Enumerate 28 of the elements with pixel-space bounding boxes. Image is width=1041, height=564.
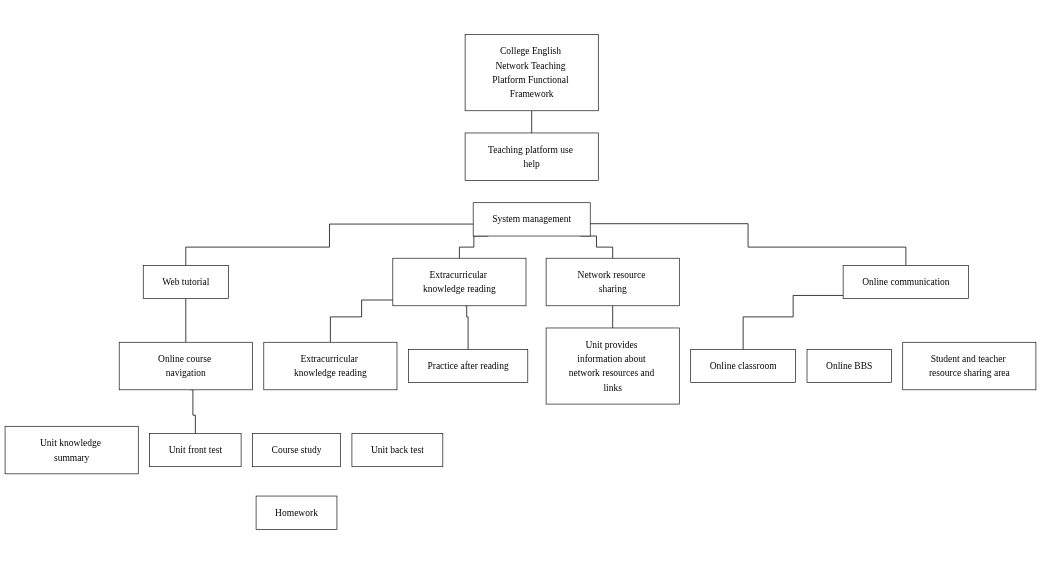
node-box: Unit front test	[149, 433, 242, 468]
connector	[185, 298, 187, 343]
connector	[589, 223, 907, 266]
node-box: Extracurricular knowledge reading	[263, 341, 398, 391]
node-box: Unit knowledge summary	[4, 425, 139, 475]
node-box: Homework	[255, 495, 338, 530]
node-box: Online BBS	[806, 349, 892, 383]
node-box: Teaching platform use help	[464, 132, 599, 181]
node-box: Course study	[252, 433, 341, 468]
connector	[612, 305, 614, 329]
node-box: Unit back test	[351, 433, 444, 468]
node-box: Unit provides information about network resources and links	[545, 327, 680, 405]
connector	[185, 223, 474, 266]
node-box: Practice after reading	[408, 349, 529, 383]
node-box: Student and teacher resource sharing area	[902, 341, 1037, 391]
connector	[742, 295, 844, 350]
connector	[330, 299, 394, 343]
node-box: Online communication	[842, 265, 969, 299]
node-box: Network resource sharing	[545, 257, 680, 307]
node-box: Online course navigation	[118, 341, 253, 391]
node-box: College English Network Teaching Platform Functional Framework	[464, 34, 599, 112]
node-box: Online classroom	[690, 349, 796, 383]
node-box: System management	[472, 202, 591, 237]
node-box: Extracurricular knowledge reading	[392, 257, 527, 307]
connector	[190, 389, 196, 434]
connector	[531, 110, 533, 134]
node-box: Web tutorial	[142, 265, 229, 299]
connector	[464, 305, 469, 350]
